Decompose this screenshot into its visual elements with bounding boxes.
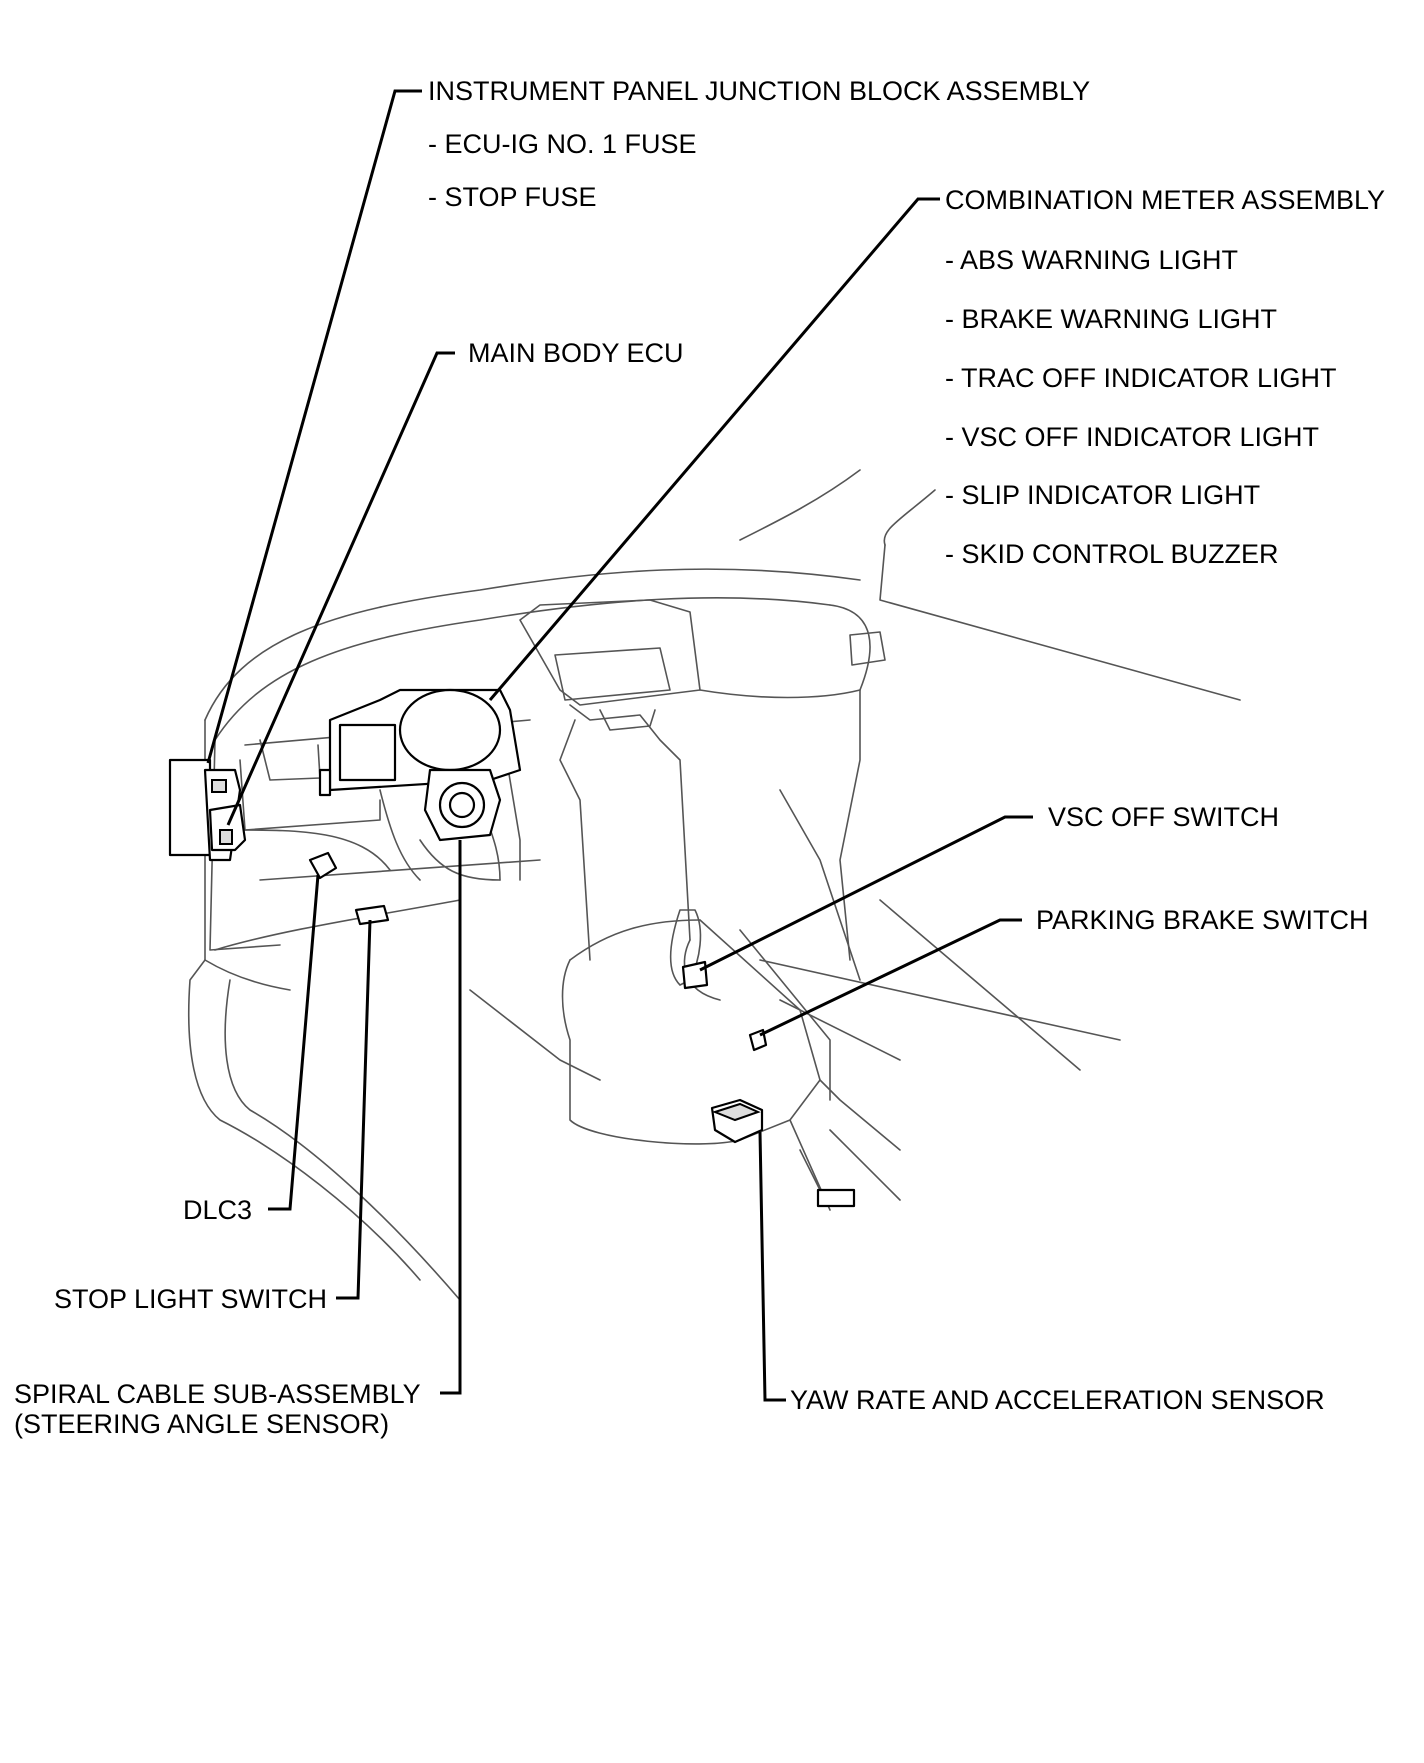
dlc3-part <box>308 851 338 880</box>
label-trac-off-indicator-light: - TRAC OFF INDICATOR LIGHT <box>945 363 1337 393</box>
leader-main-body-ecu <box>226 351 455 826</box>
leader-yaw-rate-sensor <box>758 1131 786 1402</box>
label-combination-meter-assembly: COMBINATION METER ASSEMBLY <box>945 185 1386 215</box>
label-yaw-rate-acceleration-sensor: YAW RATE AND ACCELERATION SENSOR <box>790 1385 1325 1415</box>
label-vsc-off-switch: VSC OFF SWITCH <box>1048 802 1279 832</box>
label-spiral-cable-sub-assembly: SPIRAL CABLE SUB-ASSEMBLY <box>14 1379 421 1409</box>
leader-dlc3 <box>268 874 320 1211</box>
main-body-ecu-part <box>208 803 247 852</box>
leader-lines <box>206 89 1033 1402</box>
label-main-body-ecu: MAIN BODY ECU <box>468 338 684 368</box>
label-parking-brake-switch: PARKING BRAKE SWITCH <box>1036 905 1369 935</box>
label-steering-angle-sensor: (STEERING ANGLE SENSOR) <box>14 1409 390 1439</box>
label-dlc3: DLC3 <box>183 1195 253 1225</box>
leader-stop-light-switch <box>336 919 372 1300</box>
combination-meter-part <box>318 688 522 797</box>
label-abs-warning-light: - ABS WARNING LIGHT <box>945 245 1239 275</box>
label-brake-warning-light: - BRAKE WARNING LIGHT <box>945 304 1278 334</box>
vehicle-interior-outline <box>187 469 1241 1301</box>
leader-combination-meter <box>488 197 940 701</box>
leader-vsc-off-switch <box>699 815 1033 972</box>
spiral-cable-part <box>423 768 502 842</box>
label-stop-fuse: - STOP FUSE <box>428 182 597 212</box>
leader-spiral-cable <box>440 840 462 1395</box>
label-slip-indicator-light: - SLIP INDICATOR LIGHT <box>945 480 1261 510</box>
vsc-off-switch-part <box>681 960 709 990</box>
label-instrument-panel-junction-block: INSTRUMENT PANEL JUNCTION BLOCK ASSEMBLY <box>428 76 1091 106</box>
label-vsc-off-indicator-light: - VSC OFF INDICATOR LIGHT <box>945 422 1320 452</box>
yaw-rate-sensor-part <box>710 1098 764 1144</box>
label-skid-control-buzzer: - SKID CONTROL BUZZER <box>945 539 1279 569</box>
leader-parking-brake-switch <box>759 918 1022 1037</box>
stop-light-switch-part <box>354 904 390 926</box>
label-ecu-ig-no1-fuse: - ECU-IG NO. 1 FUSE <box>428 129 697 159</box>
leader-junction-block <box>206 89 422 764</box>
label-stop-light-switch: STOP LIGHT SWITCH <box>54 1284 328 1314</box>
